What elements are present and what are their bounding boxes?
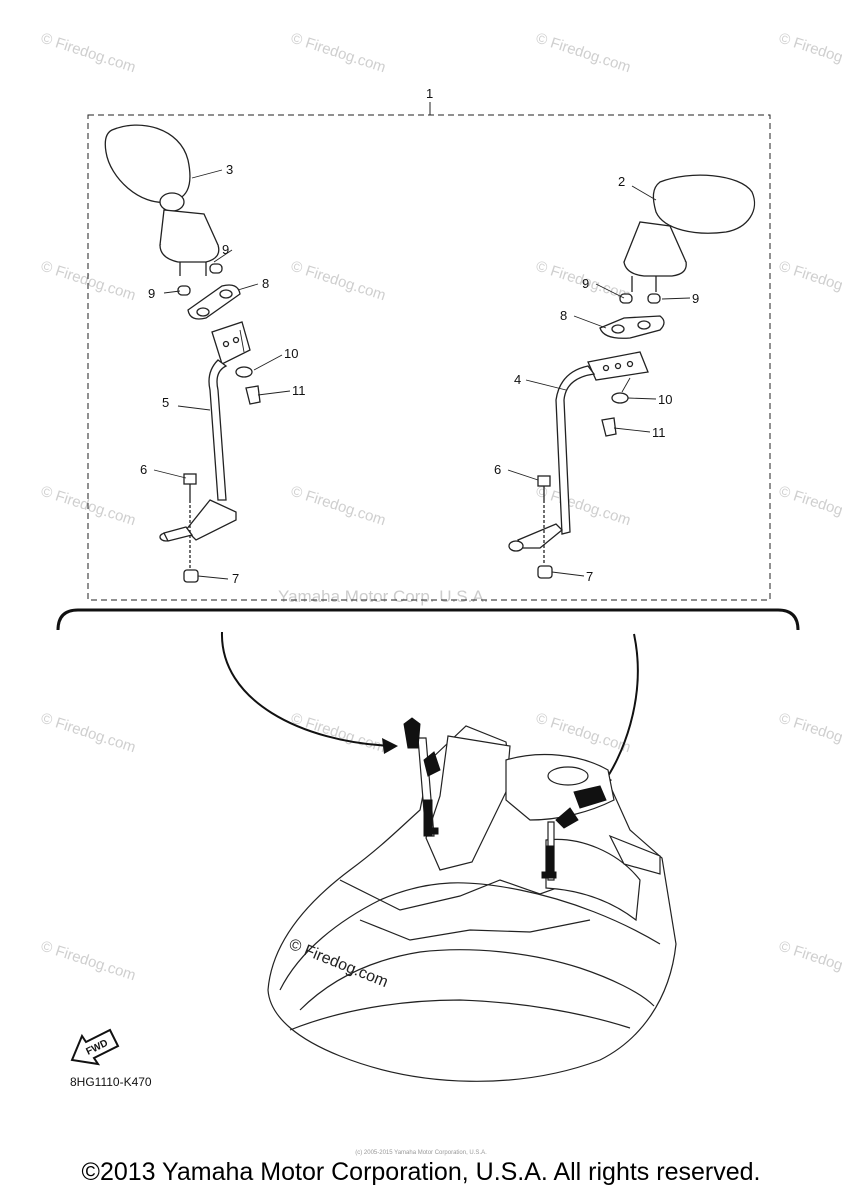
arrow-head-left [382, 738, 398, 754]
callout-3: 3 [226, 162, 233, 177]
watermark-text: © Firedog.com [534, 483, 633, 530]
watermark-text: © Firedog.com [39, 30, 138, 77]
callout-6: 6 [494, 462, 501, 477]
callout-7: 7 [586, 569, 593, 584]
callout-5: 5 [162, 395, 169, 410]
right-callouts: 2 9 9 8 4 10 11 6 7 [494, 174, 699, 584]
watermark-yamaha: Yamaha Motor Corp. U.S.A. [278, 587, 488, 606]
diagram-code: 8HG1110-K470 [70, 1075, 152, 1089]
callout-9: 9 [148, 286, 155, 301]
callout-4: 4 [514, 372, 521, 387]
callout-10: 10 [284, 346, 298, 361]
callout-9: 9 [692, 291, 699, 306]
kit-box: 1 [87, 86, 771, 601]
watermark-text: © Firedog.com [534, 710, 633, 757]
fwd-arrow-icon: FWD [70, 1028, 120, 1066]
watermark-text: © Firedog.com [534, 30, 633, 77]
watercraft-illustration [267, 725, 677, 1082]
callout-8: 8 [262, 276, 269, 291]
location-arrows [220, 631, 639, 783]
callout-6: 6 [140, 462, 147, 477]
right-mirror-assembly [508, 174, 756, 579]
watermark-text: © Firedog.com [289, 258, 388, 305]
watermark-text: © Firedog.com [777, 938, 842, 985]
tiny-notice: (c) 2005-2015 Yamaha Motor Corporation, … [355, 1150, 487, 1156]
watermark-text: © Firedog.com [39, 710, 138, 757]
callout-9: 9 [582, 276, 589, 291]
left-callouts: 3 9 9 8 10 11 5 6 7 [140, 162, 306, 586]
watermark-text: © Firedog.com [289, 710, 388, 757]
watermark-text: © Firedog.com [777, 710, 842, 757]
callout-9: 9 [222, 242, 229, 257]
callout-7: 7 [232, 571, 239, 586]
watermark-text: © Firedog.com [777, 30, 842, 77]
left-leader-lines [153, 169, 291, 580]
watermark-text: © Firedog.com [777, 483, 842, 530]
copyright-notice: ©2013 Yamaha Motor Corporation, U.S.A. A… [81, 1158, 761, 1186]
callout-2: 2 [618, 174, 625, 189]
callout-8: 8 [560, 308, 567, 323]
callout-11: 11 [292, 383, 306, 398]
installed-mirrors [403, 717, 607, 879]
watermark-text: © Firedog.com [39, 938, 138, 985]
watermark-text: © Firedog.com [289, 483, 388, 530]
callout-1: 1 [426, 86, 433, 101]
watermark-text: © Firedog.com [777, 258, 842, 305]
assembly-brace [56, 608, 800, 631]
watermark-text: © Firedog.com [289, 30, 388, 77]
right-leader-lines [507, 185, 691, 577]
callout-10: 10 [658, 392, 672, 407]
callout-11: 11 [652, 425, 666, 440]
